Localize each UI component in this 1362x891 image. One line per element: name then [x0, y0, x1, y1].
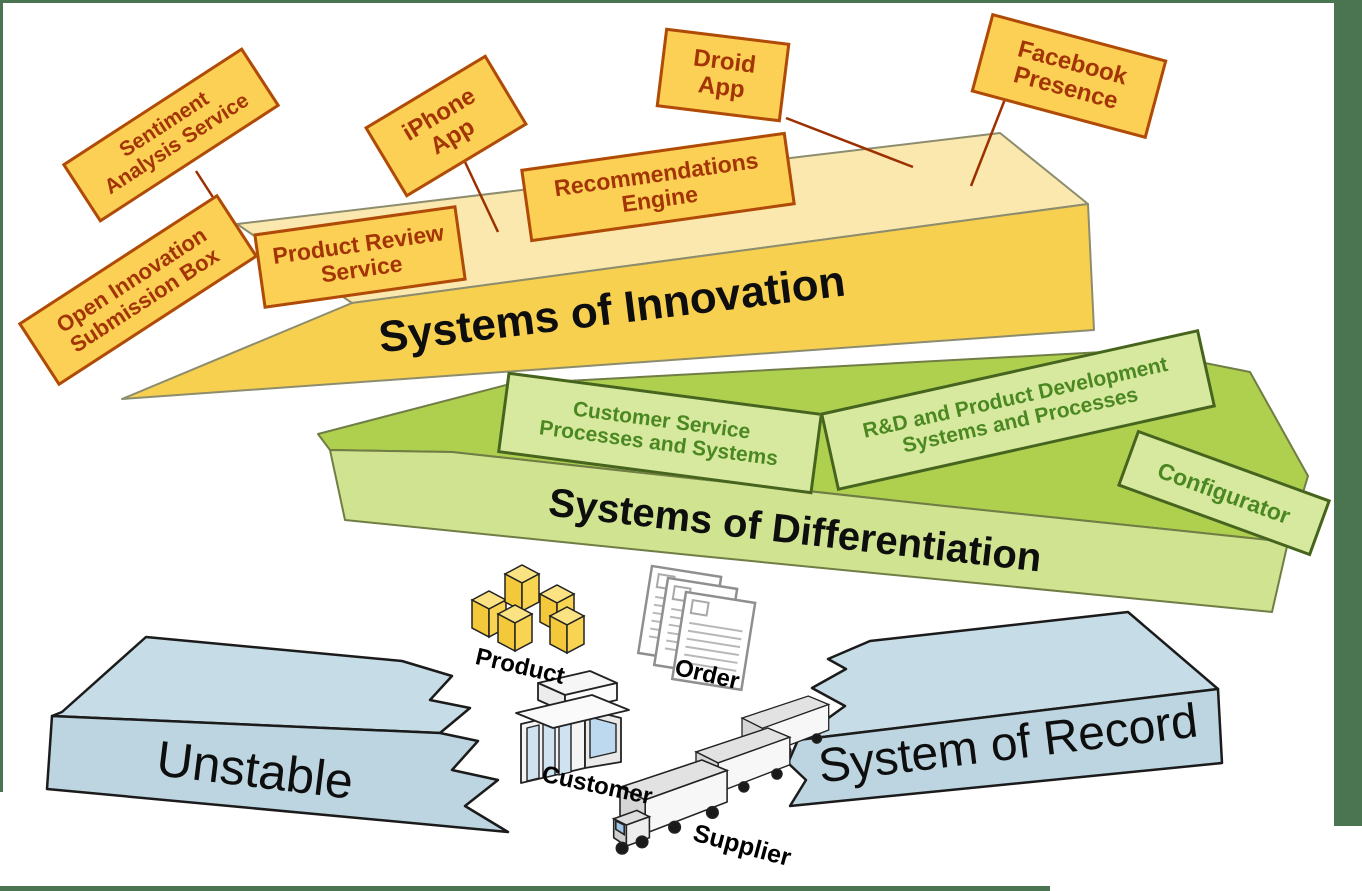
leader-line-droid	[785, 116, 914, 169]
differentiation-slab-front-face	[329, 449, 1289, 613]
record-slab-top-face	[796, 610, 1220, 742]
unstable-slab-front-face	[45, 714, 510, 834]
store-door-pane	[526, 724, 540, 782]
tag-droid-app: Droid App	[655, 27, 791, 123]
frame-top-edge	[0, 0, 1362, 3]
frame-right-strip	[1334, 0, 1362, 826]
store-canopy	[515, 694, 630, 729]
customer-store-icon	[515, 670, 630, 784]
innovation-slab-front-face	[121, 203, 1095, 400]
product-boxes-icon	[470, 564, 586, 655]
record-slab	[786, 610, 1224, 808]
unstable-slab	[45, 635, 510, 834]
leader-line-facebook	[969, 93, 1009, 187]
leader-line-iphone	[463, 161, 500, 233]
frame-bottom-strip	[0, 886, 1050, 891]
frame-left-edge	[0, 0, 3, 792]
store-window	[589, 716, 617, 759]
